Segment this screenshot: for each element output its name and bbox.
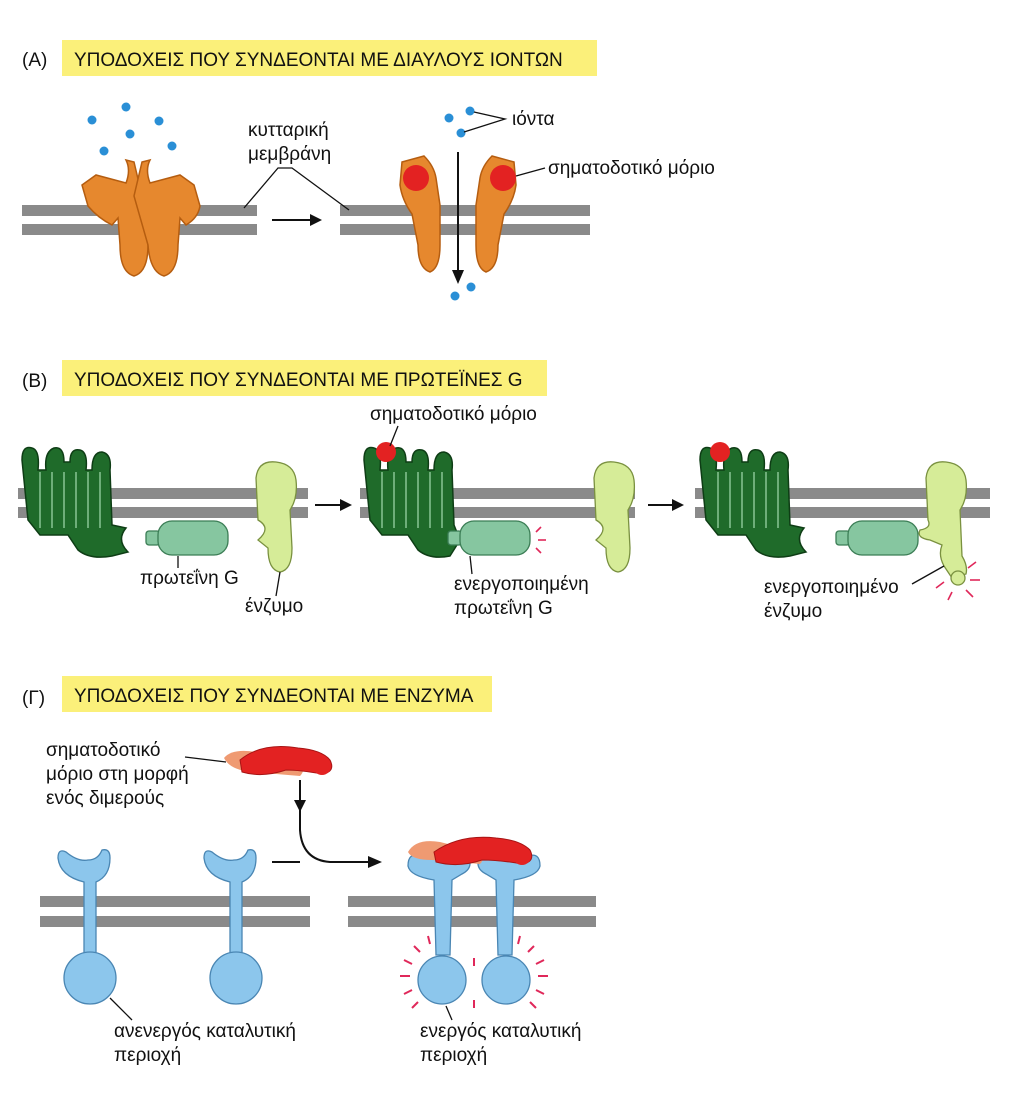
g-protein-label: πρωτεΐνη G [140, 568, 239, 589]
panel-b-header-bg [62, 360, 547, 396]
g-protein-coupled-receptor-1 [21, 446, 130, 558]
membrane-b3 [695, 488, 990, 518]
inactive-catalytic-domain-2 [209, 951, 263, 1005]
enzyme-1 [255, 461, 298, 573]
activation-rays-catalytic [400, 935, 548, 1009]
membrane-label-line1: κυτταρική [248, 120, 329, 141]
membrane-pointer-lines [243, 167, 350, 211]
transition-arrow-b1 [315, 499, 352, 511]
dimer-label-line3: ενός διμερούς [46, 788, 164, 809]
activated-enzyme-pointer [911, 565, 945, 585]
activated-enzyme-label-line1: ενεργοποιημένο [764, 577, 899, 598]
signal-molecule-bound-right [490, 165, 516, 191]
signal-pointer-b [389, 425, 399, 447]
g-protein-1 [145, 520, 229, 556]
membrane-c-right [348, 896, 596, 927]
binding-arrow [272, 780, 382, 868]
panel-c-letter: (Γ) [22, 688, 45, 709]
g-protein-coupled-receptor-3 [699, 442, 808, 558]
membrane-c-left [40, 896, 310, 927]
dimer-pointer [184, 756, 227, 763]
state-arrow [272, 214, 322, 226]
panel-b-title: ΥΠΟΔΟΧΕΙΣ ΠΟΥ ΣΥΝΔΕΟΝΤΑΙ ΜΕ ΠΡΩΤΕΪΝΕΣ G [74, 370, 523, 391]
activated-g-protein [447, 520, 546, 556]
ions-flowing [444, 106, 476, 301]
enzyme-pointer [275, 571, 281, 597]
open-ion-channel [399, 152, 517, 284]
signal-molecule-label-a: σηματοδοτικό μόριο [548, 158, 715, 179]
g-protein-3 [835, 520, 919, 556]
signal-molecule-b3 [710, 442, 730, 462]
enzyme-label: ένζυμο [245, 596, 303, 617]
inactive-pointer [109, 997, 133, 1021]
active-catalytic-label-line1: ενεργός καταλυτική [420, 1021, 581, 1042]
activated-g-pointer [469, 555, 473, 575]
signal-molecule-bound-left [403, 165, 429, 191]
activated-g-protein-label-line2: πρωτεΐνη G [454, 598, 553, 619]
panel-b-letter: (B) [22, 371, 47, 392]
enzyme-coupled-receptor-active-1 [407, 854, 471, 1005]
panel-b: (B) ΥΠΟΔΟΧΕΙΣ ΠΟΥ ΣΥΝΔΕΟΝΤΑΙ ΜΕ ΠΡΩΤΕΪΝΕ… [18, 360, 990, 622]
active-catalytic-domain-1 [417, 955, 467, 1005]
inactive-catalytic-domain-1 [63, 951, 117, 1005]
panel-a-title: ΥΠΟΔΟΧΕΙΣ ΠΟΥ ΣΥΝΔΕΟΝΤΑΙ ΜΕ ΔΙΑΥΛΟΥΣ ΙΟΝ… [74, 50, 563, 71]
ions-pointer [463, 111, 508, 133]
activation-rays-enzyme [935, 561, 980, 601]
enzyme-coupled-receptor-inactive-2 [203, 849, 263, 1005]
ions-label: ιόντα [512, 109, 555, 130]
active-catalytic-domain-2 [481, 955, 531, 1005]
enzyme-coupled-receptor-active-2 [477, 854, 541, 1005]
panel-a-header-bg [62, 40, 597, 76]
membrane-b1 [18, 488, 308, 518]
membrane-label-line2: μεμβράνη [248, 144, 331, 165]
activation-rays-g [535, 526, 546, 554]
enzyme-2 [593, 461, 636, 573]
inactive-catalytic-label-line2: περιοχή [114, 1045, 181, 1066]
panel-c-title: ΥΠΟΔΟΧΕΙΣ ΠΟΥ ΣΥΝΔΕΟΝΤΑΙ ΜΕ ΕΝΖΥΜΑ [74, 686, 474, 707]
active-catalytic-label-line2: περιοχή [420, 1045, 487, 1066]
activated-enzyme [918, 461, 980, 601]
panel-a-letter: (A) [22, 50, 47, 71]
membrane-b2 [360, 488, 635, 518]
activated-enzyme-label-line2: ένζυμο [764, 601, 822, 622]
ions-outside [87, 102, 177, 156]
dimer-label-line2: μόριο στη μορφή [46, 764, 189, 785]
panel-a: (A) ΥΠΟΔΟΧΕΙΣ ΠΟΥ ΣΥΝΔΕΟΝΤΑΙ ΜΕ ΔΙΑΥΛΟΥΣ… [22, 40, 715, 301]
signal-molecule-b2 [376, 442, 396, 462]
signal-molecule-label-b: σηματοδοτικό μόριο [370, 404, 537, 425]
active-pointer [445, 1005, 453, 1021]
inactive-catalytic-label-line1: ανενεργός καταλυτική [114, 1021, 296, 1042]
panel-c-header-bg [62, 676, 492, 712]
panel-c: (Γ) ΥΠΟΔΟΧΕΙΣ ΠΟΥ ΣΥΝΔΕΟΝΤΑΙ ΜΕ ΕΝΖΥΜΑ σ… [22, 676, 596, 1066]
dimer-label-line1: σηματοδοτικό [46, 740, 160, 761]
signal-dimer-bound [408, 836, 533, 866]
g-protein-coupled-receptor-2 [363, 442, 461, 558]
signal-dimer-free [224, 746, 333, 776]
signal-pointer-a [515, 167, 546, 177]
closed-ion-channel [81, 158, 201, 277]
cell-membrane-right [340, 205, 590, 235]
activated-g-protein-label-line1: ενεργοποιημένη [454, 574, 589, 595]
transition-arrow-b2 [648, 499, 684, 511]
enzyme-coupled-receptor-inactive-1 [57, 849, 117, 1005]
